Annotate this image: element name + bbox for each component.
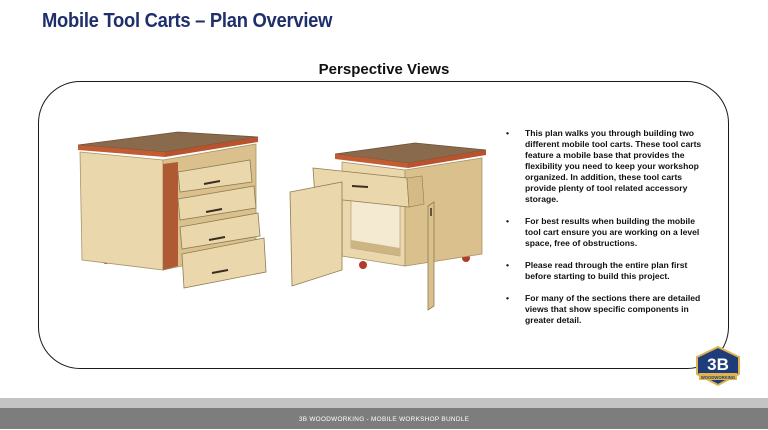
bullet-marker: • — [506, 293, 510, 303]
bullet-text: This plan walks you through building two… — [525, 128, 702, 204]
page-title: Mobile Tool Carts – Plan Overview — [42, 10, 333, 32]
drawer-cart-illustration — [77, 131, 267, 289]
logo-text: 3B — [707, 355, 729, 374]
perspective-views-figure — [77, 131, 487, 311]
bullet-marker: • — [506, 216, 510, 226]
cabinet-cart-illustration — [289, 142, 487, 311]
bullet-text: Please read through the entire plan firs… — [525, 260, 688, 281]
footer-stripe — [0, 398, 768, 408]
bullet-list: • This plan walks you through building t… — [506, 128, 704, 337]
bullet-item: • Please read through the entire plan fi… — [506, 260, 704, 282]
section-heading: Perspective Views — [318, 61, 450, 78]
bullet-item: • For many of the sections there are det… — [506, 293, 704, 326]
3b-woodworking-logo: 3B WOODWORKING — [696, 346, 740, 386]
bullet-item: • For best results when building the mob… — [506, 216, 704, 249]
bullet-marker: • — [506, 260, 510, 270]
bullet-marker: • — [506, 128, 510, 138]
bullet-text: For many of the sections there are detai… — [525, 293, 701, 325]
bullet-item: • This plan walks you through building t… — [506, 128, 704, 205]
bullet-text: For best results when building the mobil… — [525, 216, 700, 248]
footer-bar: 3B WOODWORKING - MOBILE WORKSHOP BUNDLE — [0, 408, 768, 429]
footer-text: 3B WOODWORKING - MOBILE WORKSHOP BUNDLE — [298, 416, 470, 423]
logo-subtext: WOODWORKING — [701, 375, 735, 380]
